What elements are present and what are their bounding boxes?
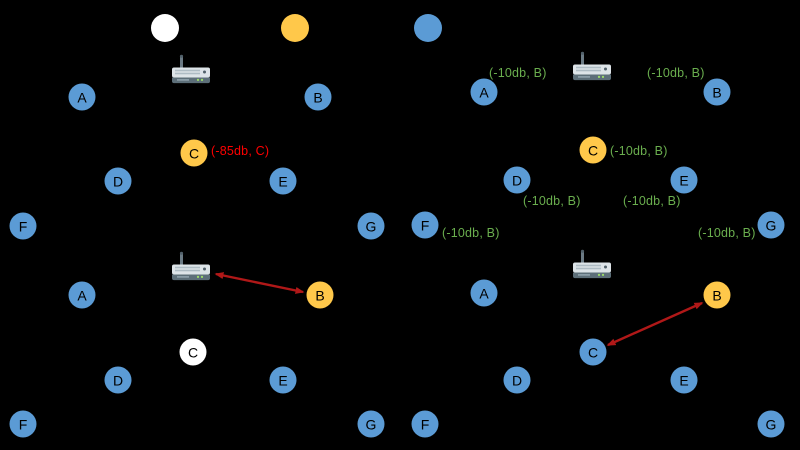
wifi-router-icon bbox=[168, 54, 214, 96]
node-b-bottom-left: B bbox=[306, 281, 334, 309]
signal-annotation: (-10db, B) bbox=[698, 226, 756, 240]
node-e-top-left: E bbox=[269, 167, 297, 195]
roaming-arrow bbox=[214, 272, 305, 294]
node-f-bottom-left: F bbox=[9, 410, 37, 438]
signal-annotation: (-10db, B) bbox=[442, 226, 500, 240]
node-f-top-left: F bbox=[9, 212, 37, 240]
node-d-bottom-left: D bbox=[104, 366, 132, 394]
roaming-arrow bbox=[606, 301, 704, 347]
node-c-top-left: C bbox=[180, 139, 208, 167]
node-e-bottom-left: E bbox=[269, 366, 297, 394]
legend-white-circle bbox=[151, 14, 179, 42]
legend-blue-circle bbox=[414, 14, 442, 42]
legend-yellow-circle bbox=[281, 14, 309, 42]
wifi-router-icon bbox=[569, 51, 615, 93]
wifi-router-icon bbox=[569, 249, 615, 291]
signal-annotation: (-10db, B) bbox=[647, 66, 705, 80]
node-f-bottom-right: F bbox=[411, 410, 439, 438]
node-a-top-left: A bbox=[68, 83, 96, 111]
node-a-bottom-right: A bbox=[470, 279, 498, 307]
node-a-bottom-left: A bbox=[68, 281, 96, 309]
signal-annotation: (-85db, C) bbox=[211, 144, 270, 158]
node-d-top-right: D bbox=[503, 166, 531, 194]
node-g-bottom-left: G bbox=[357, 410, 385, 438]
node-g-top-right: G bbox=[757, 211, 785, 239]
node-c-bottom-right: C bbox=[579, 338, 607, 366]
node-e-bottom-right: E bbox=[670, 366, 698, 394]
node-b-bottom-right: B bbox=[703, 281, 731, 309]
node-g-bottom-right: G bbox=[757, 410, 785, 438]
wifi-router-icon bbox=[168, 251, 214, 293]
signal-annotation: (-10db, B) bbox=[489, 66, 547, 80]
node-c-bottom-left: C bbox=[179, 338, 207, 366]
node-d-top-left: D bbox=[104, 167, 132, 195]
signal-annotation: (-10db, B) bbox=[523, 194, 581, 208]
node-f-top-right: F bbox=[411, 211, 439, 239]
signal-annotation: (-10db, B) bbox=[610, 144, 668, 158]
node-b-top-left: B bbox=[304, 83, 332, 111]
node-g-top-left: G bbox=[357, 212, 385, 240]
node-e-top-right: E bbox=[670, 166, 698, 194]
signal-annotation: (-10db, B) bbox=[623, 194, 681, 208]
node-d-bottom-right: D bbox=[503, 366, 531, 394]
node-c-top-right: C bbox=[579, 136, 607, 164]
node-b-top-right: B bbox=[703, 78, 731, 106]
node-a-top-right: A bbox=[470, 78, 498, 106]
